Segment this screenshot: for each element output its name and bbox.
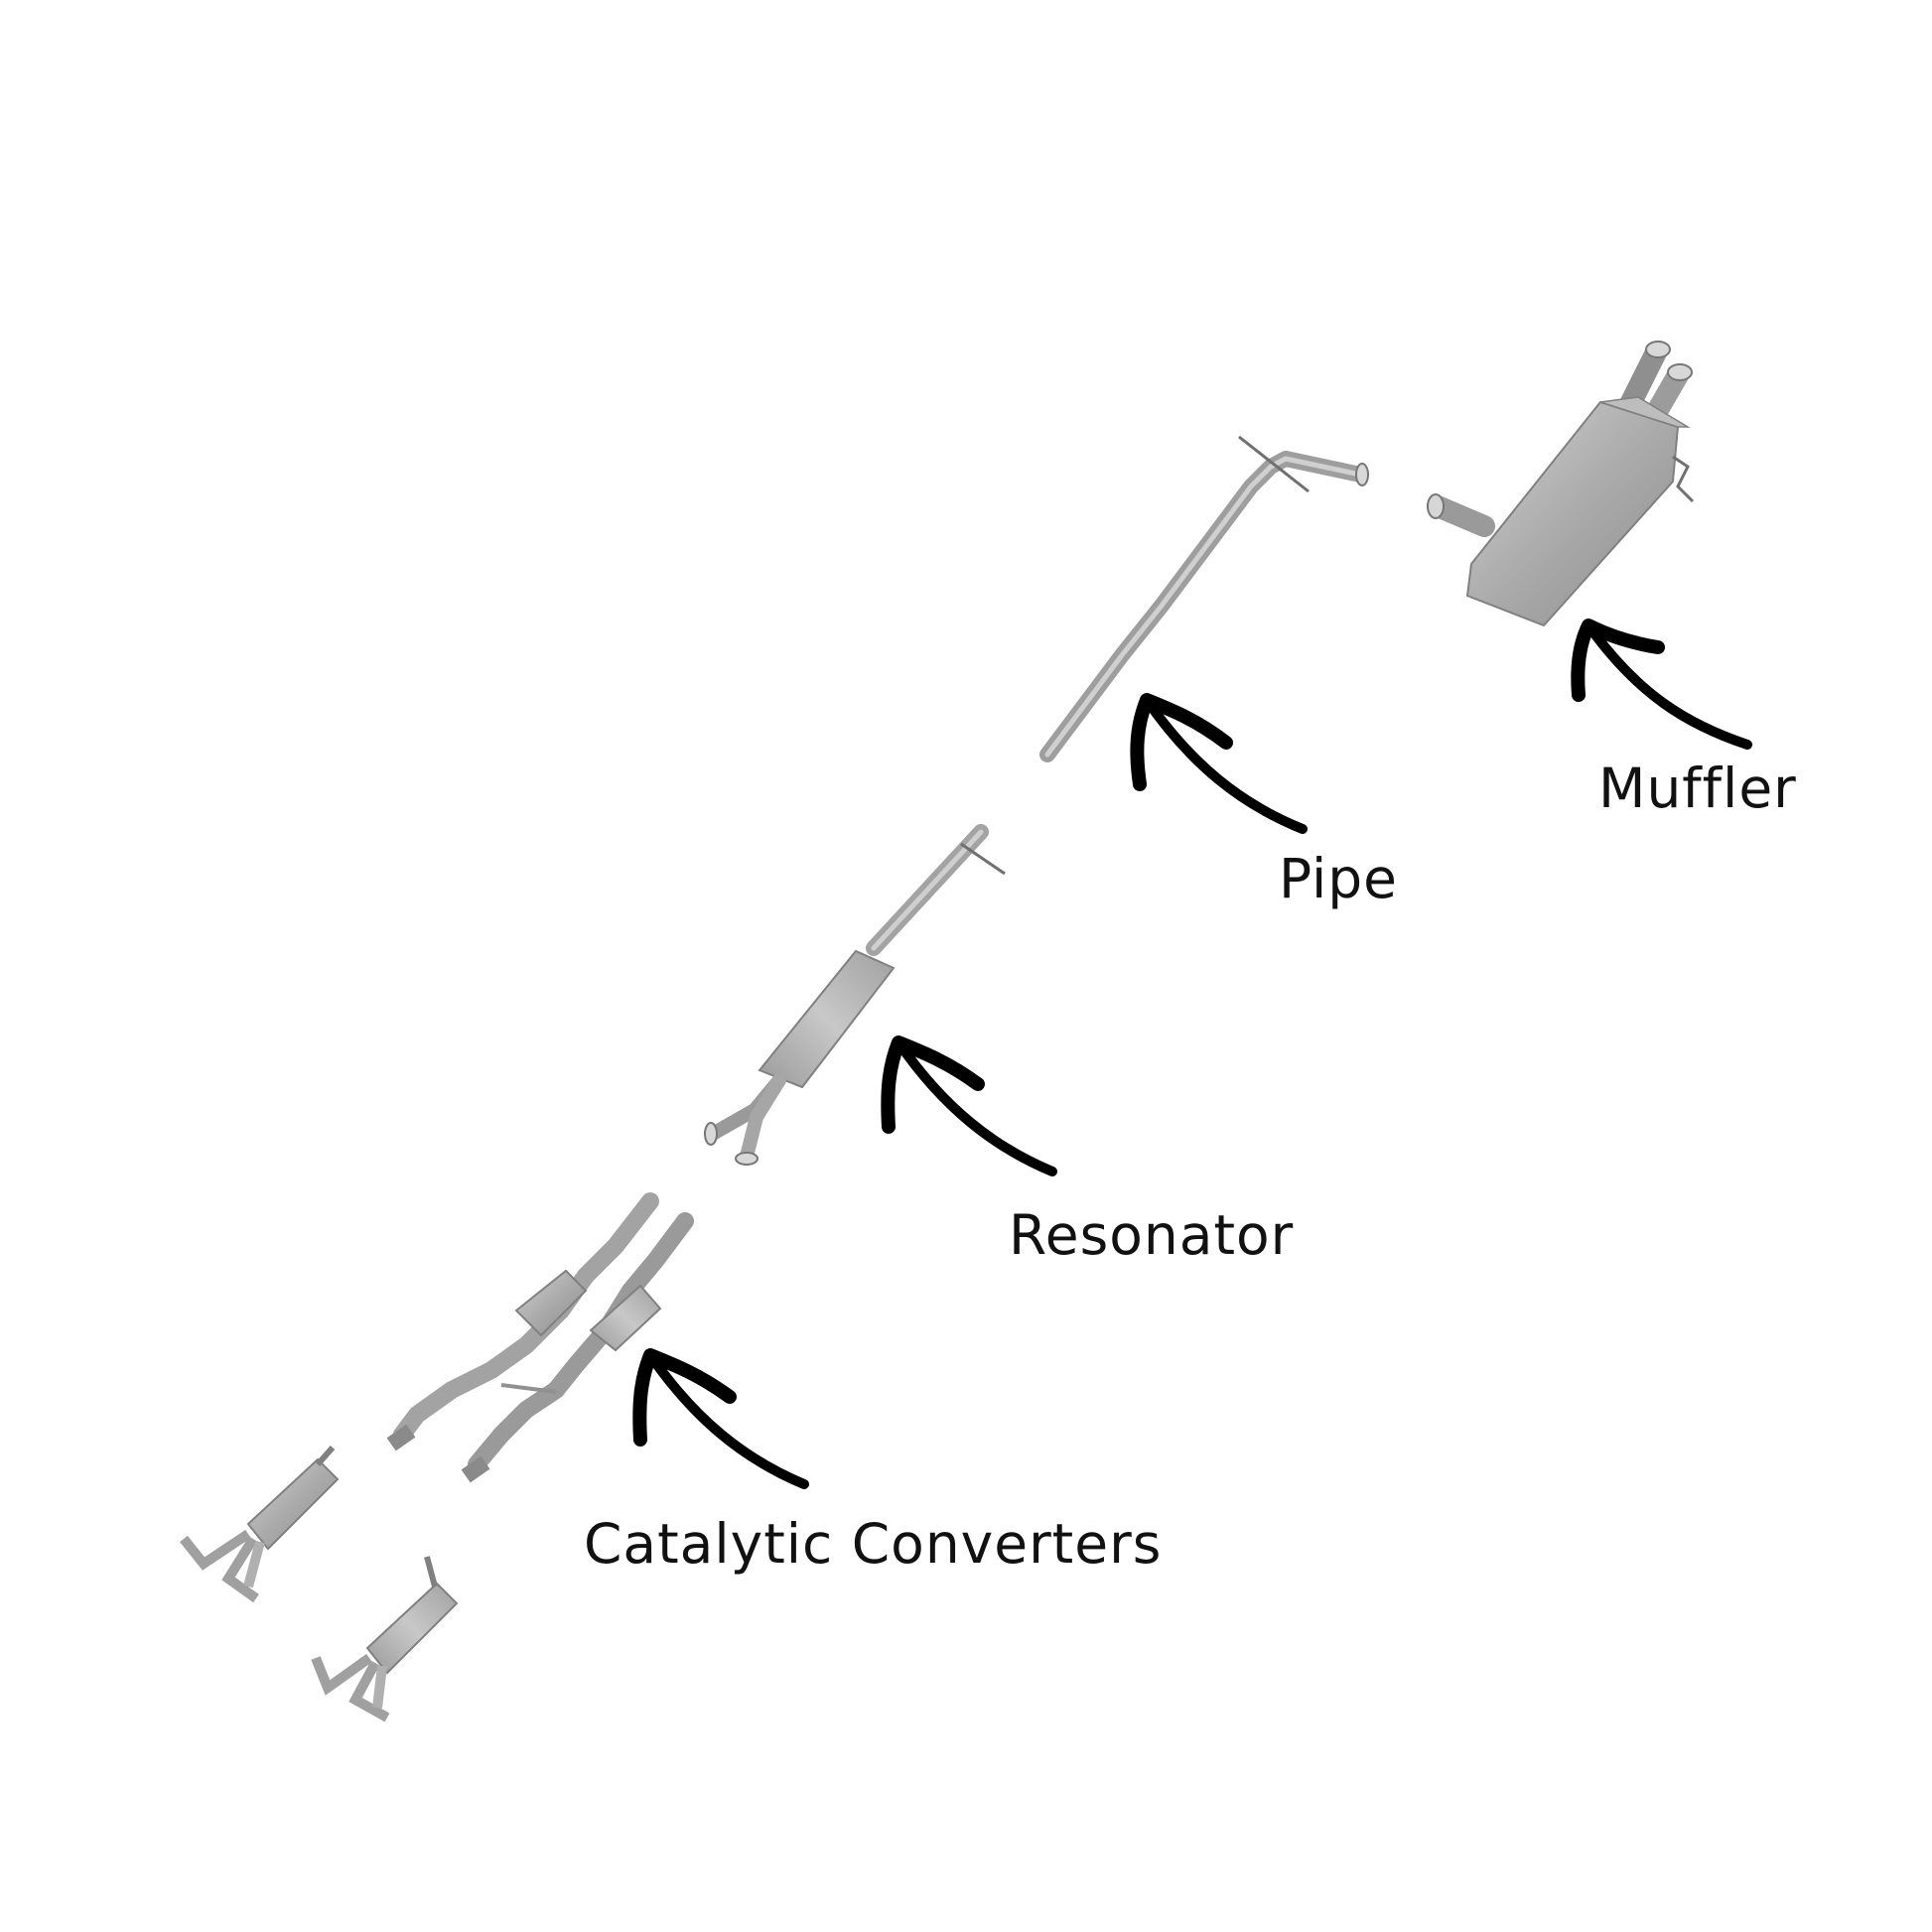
- pipe-part: [1039, 435, 1369, 762]
- curved-arrow-icon: [1571, 619, 1752, 750]
- catalytic-converters-label: Catalytic Converters: [584, 1512, 1163, 1576]
- catalytic-converter-pair: [386, 1192, 694, 1483]
- curved-arrow-icon: [881, 1035, 1057, 1176]
- curved-arrow-icon: [632, 1348, 809, 1489]
- resonator-label: Resonator: [1009, 1203, 1295, 1267]
- manifold-catalytic-2: [311, 1556, 459, 1723]
- muffler-label: Muffler: [1598, 757, 1797, 820]
- resonator-part: [704, 824, 1006, 1166]
- pipe-label: Pipe: [1279, 847, 1398, 910]
- muffler-part: [1427, 341, 1695, 627]
- manifold-catalytic-1: [180, 1446, 340, 1603]
- curved-arrow-icon: [1130, 693, 1308, 834]
